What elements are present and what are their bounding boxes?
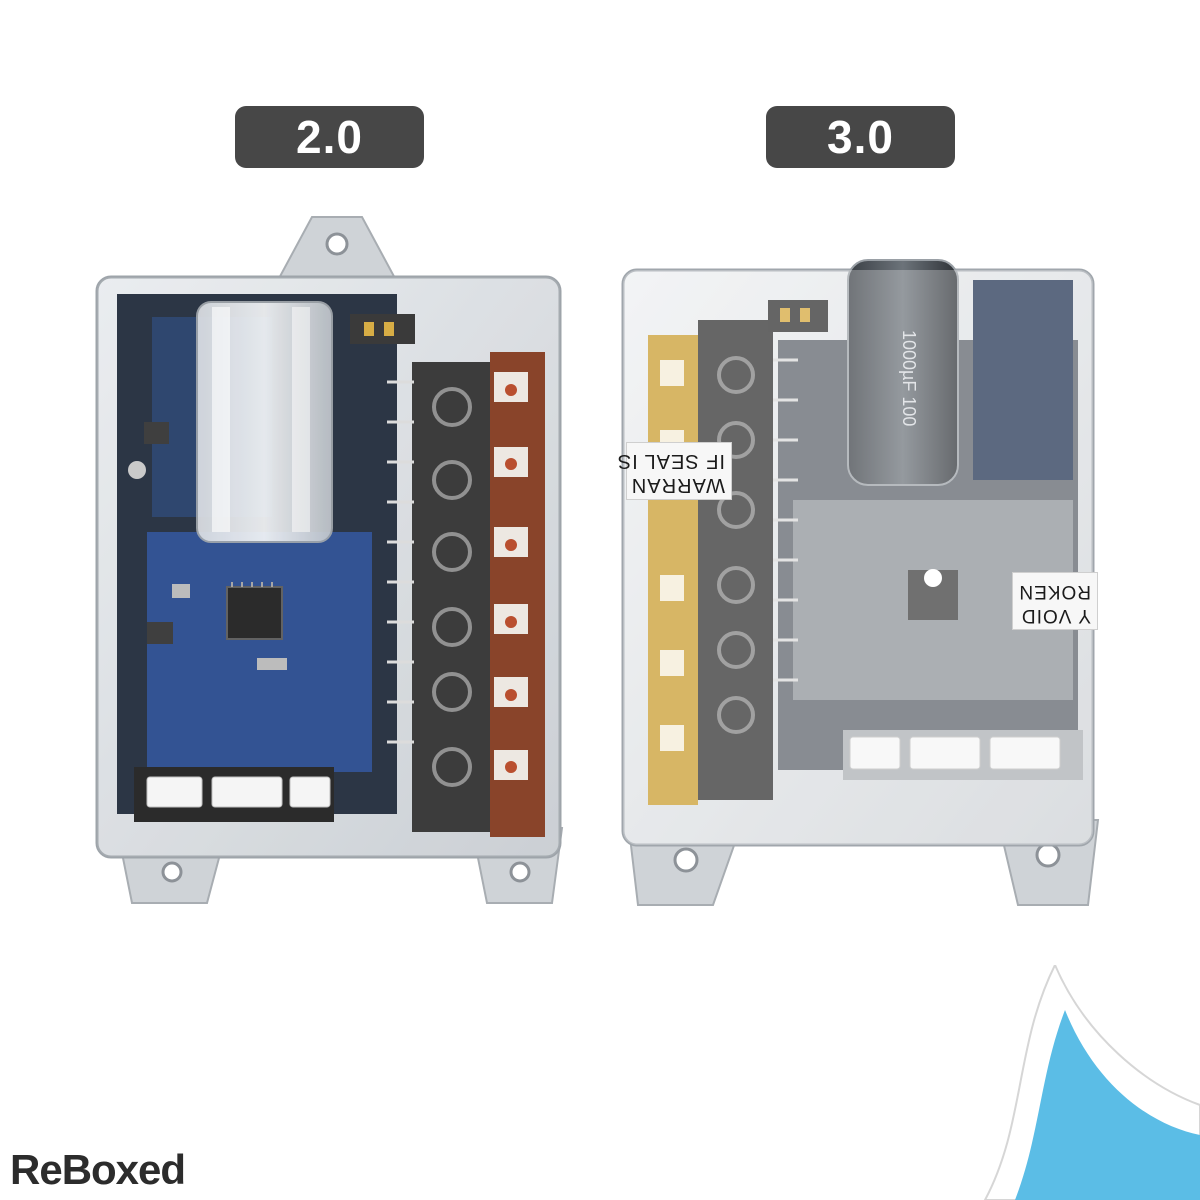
version-badge-2-0: 2.0 [235, 106, 424, 168]
version-label-3-0: 3.0 [827, 111, 894, 163]
warranty-seal-sticker-top: WARRAN IF SEAL IS [616, 442, 732, 500]
version-label-2-0: 2.0 [296, 111, 363, 163]
controller-board-v2-icon [92, 212, 567, 912]
warranty-seal-sticker-side: Y VOID ROKEN [1012, 572, 1098, 630]
seal-line-1: WARRAN [630, 474, 725, 496]
version-badge-3-0: 3.0 [766, 106, 955, 168]
brand-logo: ReBoxed [10, 1146, 186, 1193]
seal-side-line-2: ROKEN [1018, 581, 1091, 602]
svg-text:1000µF 100: 1000µF 100 [899, 330, 919, 426]
controller-board-v3-icon: 1000µF 100 [618, 240, 1104, 915]
seal-side-line-1: Y VOID [1020, 605, 1091, 626]
page-curl-icon [983, 965, 1200, 1200]
seal-line-2: IF SEAL IS [616, 450, 725, 472]
